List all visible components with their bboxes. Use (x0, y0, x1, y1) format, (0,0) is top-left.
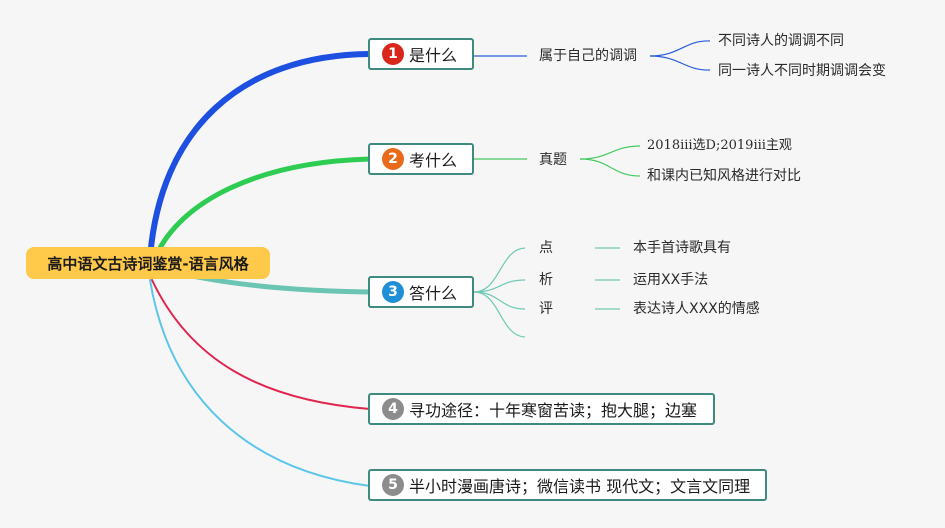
topic-label: 考什么 (409, 151, 458, 170)
branch-2-leaf-connector (579, 145, 641, 160)
branch-1-leaf-connector (649, 55, 711, 71)
number-badge-icon: 5 (382, 474, 404, 496)
topic-learning-path[interactable]: 4 寻功途径：十年寒窗苦读；抱大腿；边塞 (368, 393, 715, 425)
topic-label: 寻功途径：十年寒窗苦读；抱大腿；边塞 (409, 401, 698, 420)
branch-3-item-connector (473, 279, 526, 293)
number-badge-icon: 1 (382, 43, 404, 65)
subtopic-label[interactable]: 真题 (539, 152, 567, 168)
number-badge-icon: 2 (382, 148, 404, 170)
number-badge-icon: 4 (382, 398, 404, 420)
item-text-label[interactable]: 运用XX手法 (633, 272, 709, 288)
central-topic[interactable]: 高中语文古诗词鉴赏-语言风格 (26, 247, 270, 279)
leaf-label[interactable]: 不同诗人的调调不同 (718, 33, 844, 49)
item-text-label[interactable]: 本手首诗歌具有 (633, 240, 731, 256)
branch-1-leaf-connector (649, 40, 711, 57)
item-key-label[interactable]: 点 (539, 240, 553, 256)
leaf-label[interactable]: 同一诗人不同时期调调会变 (718, 63, 886, 79)
topic-label: 半小时漫画唐诗；微信读书 现代文；文言文同理 (409, 477, 751, 496)
topic-what-is-it[interactable]: 1 是什么 (368, 38, 474, 70)
leaf-label[interactable]: 2018iii选D;2019iii主观 (647, 138, 792, 153)
subtopic-label[interactable]: 属于自己的调调 (539, 48, 637, 64)
branch-2-connector (152, 156, 373, 261)
branch-2-leaf-connector (579, 158, 641, 177)
branch-1-connector (147, 51, 373, 261)
branch-3-item-connector (473, 291, 526, 310)
topic-label: 是什么 (409, 46, 458, 65)
branch-3-item-connector (473, 291, 526, 338)
branch-5-connector (149, 279, 371, 487)
item-key-label[interactable]: 评 (539, 301, 553, 317)
topic-label: 答什么 (409, 284, 458, 303)
branch-3-item-connector (473, 247, 526, 293)
central-topic-label: 高中语文古诗词鉴赏-语言风格 (47, 254, 249, 273)
topic-what-to-answer[interactable]: 3 答什么 (368, 276, 474, 308)
topic-reading-resources[interactable]: 5 半小时漫画唐诗；微信读书 现代文；文言文同理 (368, 469, 767, 501)
leaf-label[interactable]: 和课内已知风格进行对比 (647, 168, 801, 184)
number-badge-icon: 3 (382, 281, 404, 303)
topic-what-is-tested[interactable]: 2 考什么 (368, 143, 474, 175)
item-text-label[interactable]: 表达诗人XXX的情感 (633, 301, 760, 317)
branch-4-connector (151, 279, 371, 410)
item-key-label[interactable]: 析 (539, 272, 553, 288)
